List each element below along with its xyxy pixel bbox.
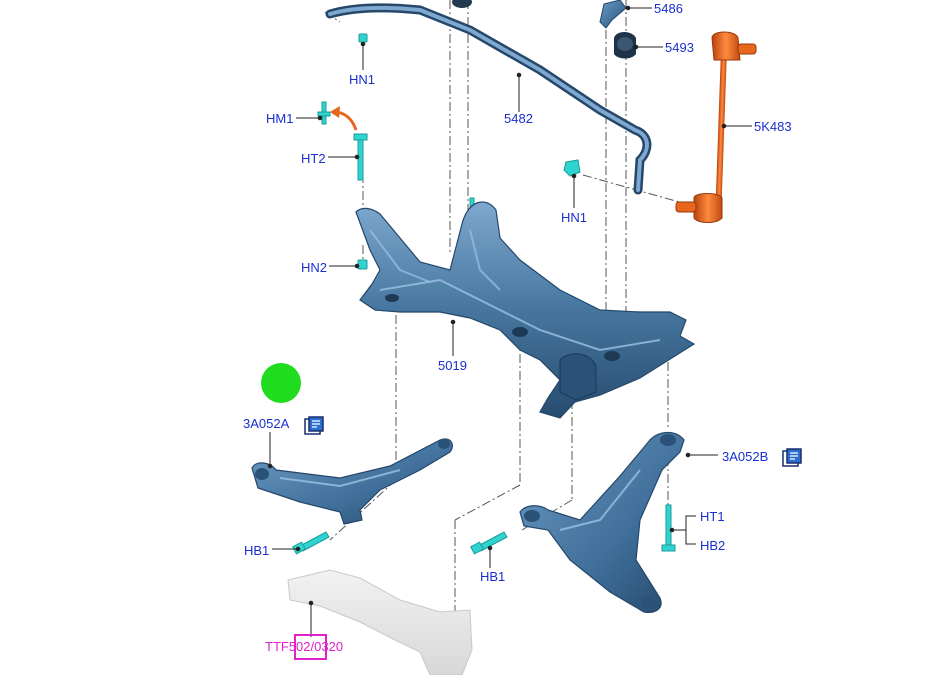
reference-ttf-link[interactable]: TTF502/0320 bbox=[265, 639, 344, 654]
nut-hn1-right-icon bbox=[563, 159, 581, 177]
nut-hn1-top-icon bbox=[358, 33, 368, 43]
callout-hb1-left[interactable]: HB1 bbox=[244, 543, 270, 558]
callout-hn1-top[interactable]: HN1 bbox=[349, 72, 376, 87]
callout-hn2[interactable]: HN2 bbox=[301, 260, 328, 275]
bolt-hm1-icon bbox=[317, 101, 331, 125]
front-subframe[interactable] bbox=[355, 201, 696, 419]
stabilizer-bushing[interactable] bbox=[614, 32, 636, 59]
ghost-reference-part bbox=[287, 569, 473, 675]
stabilizer-bracket[interactable] bbox=[599, 0, 627, 29]
stabilizer-bar[interactable] bbox=[325, 0, 652, 195]
nut-hn2-icon bbox=[357, 259, 368, 270]
reference-highlight-box bbox=[294, 634, 327, 660]
callout-5019[interactable]: 5019 bbox=[438, 358, 467, 373]
callout-hn1-right[interactable]: HN1 bbox=[561, 210, 588, 225]
callout-5486[interactable]: 5486 bbox=[654, 1, 683, 16]
callout-ht2[interactable]: HT2 bbox=[301, 151, 326, 166]
callout-3a052b[interactable]: 3A052B bbox=[722, 449, 769, 464]
callout-5493[interactable]: 5493 bbox=[665, 40, 694, 55]
lower-arm-left[interactable] bbox=[251, 438, 453, 525]
lower-arm-right[interactable] bbox=[519, 431, 685, 613]
callout-ht1[interactable]: HT1 bbox=[700, 509, 725, 524]
callout-hb1-mid[interactable]: HB1 bbox=[480, 569, 506, 584]
bolt-hb1-mid-icon bbox=[470, 531, 508, 555]
bolt-ht1-icon bbox=[661, 504, 676, 552]
part-info-icon-3a052b[interactable] bbox=[782, 448, 802, 468]
callout-hb2[interactable]: HB2 bbox=[700, 538, 726, 553]
callout-3a052a[interactable]: 3A052A bbox=[243, 416, 290, 431]
callout-5k483[interactable]: 5K483 bbox=[754, 119, 792, 134]
fasteners bbox=[292, 33, 676, 555]
selection-hotspot[interactable] bbox=[261, 363, 301, 403]
callout-5482[interactable]: 5482 bbox=[504, 111, 533, 126]
part-info-icon-3a052a[interactable] bbox=[304, 416, 324, 436]
leader-lines bbox=[267, 5, 752, 637]
callout-hm1[interactable]: HM1 bbox=[266, 111, 294, 126]
stabilizer-link[interactable] bbox=[675, 31, 757, 223]
